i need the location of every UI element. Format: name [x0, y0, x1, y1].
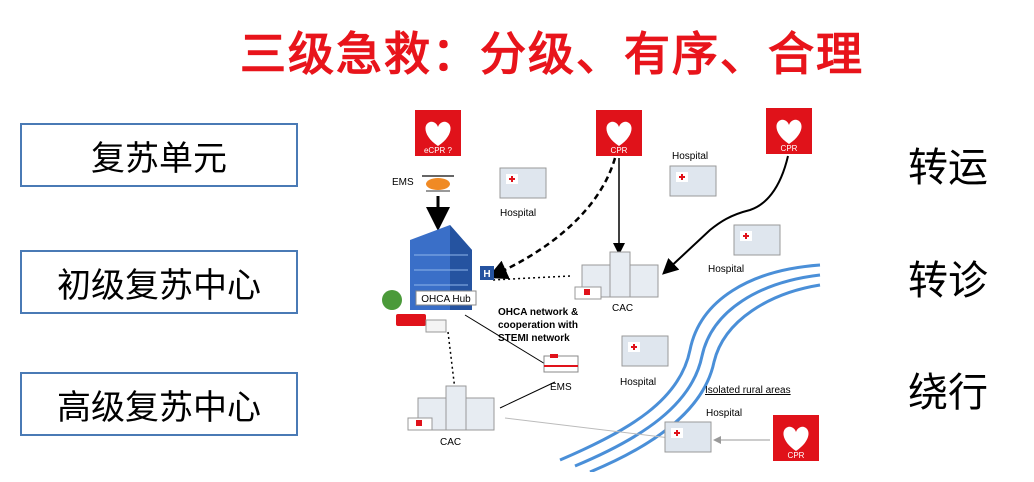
ohca-network-diagram: eCPR ? CPR CPR CPR EMS Hospital Hospital: [382, 108, 821, 472]
hub-to-cac-dotted: [447, 331, 456, 391]
hub-label-box: [415, 290, 477, 306]
ems-label: EMS: [550, 382, 572, 393]
level-label: 高级复苏中心: [57, 387, 261, 428]
cpr-icon: CPR: [766, 108, 812, 154]
hospital-icon: [664, 421, 712, 453]
level-box-advanced-center: 高级复苏中心: [20, 372, 298, 436]
cac-label: CAC: [440, 437, 461, 448]
hospital-label: Hospital: [672, 151, 708, 162]
hospital-label: Hospital: [708, 264, 744, 275]
network-dotted-line: [491, 275, 571, 281]
cac-building-icon: [407, 385, 495, 431]
hospital-label: Hospital: [706, 408, 742, 419]
page-title: 三级急救：分级、有序、合理: [240, 27, 864, 81]
hub-building-icon: [382, 225, 472, 333]
cpr-label: CPR: [611, 146, 628, 155]
cpr-label: CPR: [781, 144, 798, 153]
hospital-icon: [733, 224, 781, 256]
hub-label: OHCA Hub: [421, 294, 471, 305]
helicopter-icon: [422, 175, 454, 192]
level-label: 初级复苏中心: [57, 265, 261, 306]
action-bypass: 绕行: [908, 370, 988, 416]
arrow-cpr-to-cac-long: [662, 155, 789, 275]
cac-to-rural-line: [504, 417, 671, 439]
cpr-label: eCPR ?: [424, 146, 453, 155]
action-transport: 转运: [908, 145, 988, 191]
cac-to-ems-line: [499, 381, 556, 409]
ems-label: EMS: [392, 177, 414, 188]
hub-badge: H: [483, 269, 490, 280]
cac-label: CAC: [612, 303, 633, 314]
hub-badge-icon: [480, 266, 494, 280]
hospital-icon: [499, 167, 547, 199]
rural-label: Isolated rural areas: [705, 385, 791, 396]
cpr-icon: CPR: [596, 110, 642, 156]
ambulance-icon: [543, 354, 579, 373]
level-box-resuscitation-unit: 复苏单元: [20, 123, 298, 187]
network-text: cooperation with: [498, 320, 578, 331]
arrow-cpr-to-hub: [487, 157, 617, 279]
action-referral: 转诊: [908, 258, 988, 304]
cac-building-icon: [574, 251, 659, 300]
hospital-icon: [621, 335, 669, 367]
cpr-icon: eCPR ?: [415, 110, 461, 156]
hospital-label: Hospital: [620, 377, 656, 388]
hospital-label: Hospital: [500, 208, 536, 219]
level-box-primary-center: 初级复苏中心: [20, 250, 298, 314]
cpr-icon: CPR: [773, 415, 819, 461]
network-text: OHCA network &: [498, 307, 578, 318]
hub-to-ems-line: [464, 314, 556, 371]
network-text: STEMI network: [498, 333, 570, 344]
cpr-label: CPR: [788, 451, 805, 460]
level-label: 复苏单元: [91, 138, 227, 179]
hospital-icon: [669, 165, 717, 197]
